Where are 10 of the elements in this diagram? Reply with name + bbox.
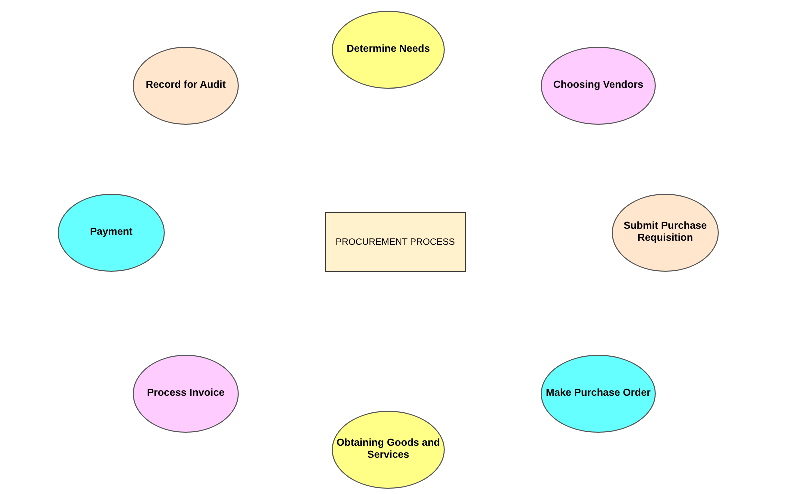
- step-label: Process Invoice: [147, 388, 225, 400]
- process-box: [325, 212, 466, 272]
- step-label: Payment: [90, 226, 133, 240]
- step-label: Make Purchase Order: [546, 388, 651, 400]
- step-label: Record for Audit: [146, 80, 226, 92]
- step-label: Choosing Vendors: [554, 80, 644, 92]
- step-label: Obtaining Goods and Services: [336, 438, 442, 462]
- step-label: Determine Needs: [346, 44, 430, 56]
- step-label: Submit Purchase Requisition: [622, 220, 708, 246]
- process-title: PROCUREMENT PROCESS: [336, 237, 456, 249]
